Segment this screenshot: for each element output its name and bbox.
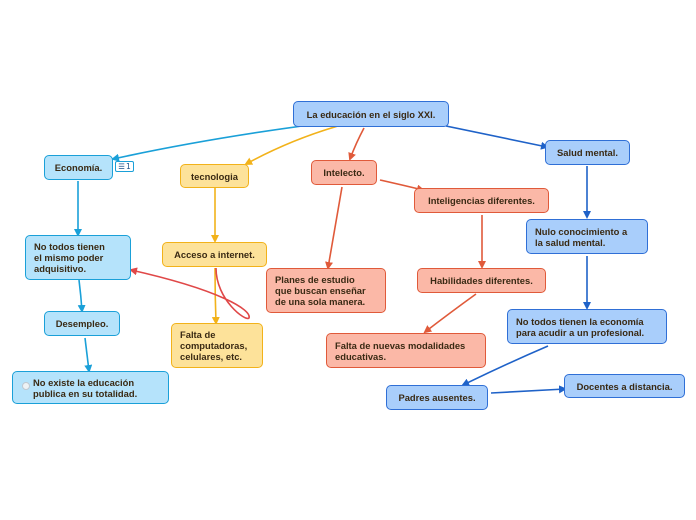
node-falta-modalidades[interactable]: Falta de nuevas modalidades educativas. [326,333,486,368]
node-economia[interactable]: Economía. [44,155,113,180]
notes-list-badge[interactable]: ☰1 [115,161,134,172]
node-no-existe-educacion[interactable]: No existe la educación publica en su tot… [12,371,169,404]
edge-root-economia [111,125,303,162]
edge-root-tecnologia [244,125,339,165]
node-inteligencias[interactable]: Inteligencias diferentes. [414,188,549,213]
node-salud-mental[interactable]: Salud mental. [545,140,630,165]
edge-notodoseco-padres [461,345,549,386]
node-habilidades[interactable]: Habilidades diferentes. [417,268,546,293]
edge-padres-docentes [490,385,567,394]
badge-count: 1 [125,162,131,171]
node-planes-estudio[interactable]: Planes de estudio que buscan enseñar de … [266,268,386,313]
node-no-todos-poder[interactable]: No todos tienen el mismo poder adquisiti… [25,235,131,280]
edge-root-intelecto [348,127,365,161]
node-no-todos-economia[interactable]: No todos tienen la economía para acudir … [507,309,667,344]
node-padres-ausentes[interactable]: Padres ausentes. [386,385,488,410]
node-intelecto[interactable]: Intelecto. [311,160,377,185]
edge-acceso-faltacomp [211,267,220,325]
node-nulo-conocimiento[interactable]: Nulo conocimiento a la salud mental. [526,219,648,254]
edge-relation-faltacomp-notodos [129,267,250,320]
note-icon[interactable] [22,382,30,390]
node-acceso-internet[interactable]: Acceso a internet. [162,242,267,267]
edge-desempleo-noexiste [84,337,93,373]
edge-intelecto-planes [325,186,343,270]
node-desempleo[interactable]: Desempleo. [44,311,120,336]
node-tecnologia[interactable]: tecnologia [180,164,249,188]
node-docentes-distancia[interactable]: Docentes a distancia. [564,374,685,398]
node-falta-computadoras[interactable]: Falta de computadoras, celulares, etc. [171,323,263,368]
node-root[interactable]: La educación en el siglo XXI. [293,101,449,127]
edge-notodos-desempleo [77,279,86,313]
edge-habilidades-faltamod [423,293,477,334]
list-icon: ☰ [118,162,125,171]
edge-root-salud [445,125,549,150]
